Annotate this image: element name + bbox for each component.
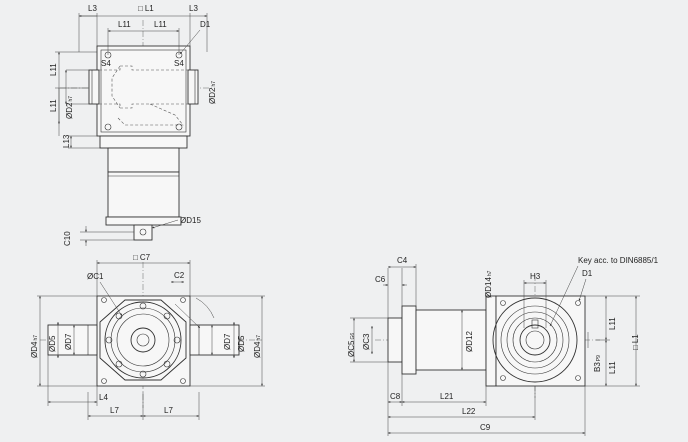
dim-l11-side-top: L11: [608, 317, 617, 330]
dim-d4-left: ØD4h7: [30, 335, 39, 358]
top-view: L3 □L1 L3 L11 L11 D1 S4 S4 L11 L11 ØD2h7…: [49, 4, 217, 246]
dim-d7-left: ØD7: [64, 333, 73, 350]
dim-l21: L21: [440, 392, 454, 401]
dim-c4: C4: [397, 256, 408, 265]
dim-l22: L22: [462, 407, 476, 416]
dim-l4: L4: [99, 393, 108, 402]
dim-c2: C2: [174, 271, 185, 280]
dim-l1-square: □L1: [138, 4, 154, 13]
dim-d15: ØD15: [180, 216, 201, 225]
dim-l11-left: L11: [118, 20, 131, 29]
key-note: Key acc. to DIN6885/1: [578, 256, 659, 265]
dim-d14: ØD14h7: [484, 270, 493, 298]
dim-l11-bottom: L11: [49, 99, 58, 112]
dim-d5-right: ØD5: [237, 335, 246, 352]
dim-c5: ØC5G6: [347, 333, 356, 357]
flange-bolt-holes: [101, 297, 186, 384]
dim-l11-right: L11: [154, 20, 167, 29]
dim-l7-left: L7: [110, 406, 119, 415]
dim-l11-side-bottom: L11: [608, 361, 617, 374]
dim-l11-top: L11: [49, 63, 58, 76]
dim-c9: C9: [480, 423, 491, 432]
dim-d1: D1: [200, 20, 211, 29]
dim-l1-side: □L1: [631, 334, 640, 350]
dim-h3: H3: [530, 272, 541, 281]
dim-c7: □C7: [133, 253, 151, 262]
dim-d12: ØD12: [465, 331, 474, 352]
dim-l3-right: L3: [189, 4, 198, 13]
dim-d5-left: ØD5: [48, 335, 57, 352]
dim-l13: L13: [62, 134, 71, 148]
dim-d4-right: ØD4h7: [253, 335, 262, 358]
dim-d1-side: D1: [582, 269, 593, 278]
dim-d2-left: ØD2h7: [65, 96, 74, 119]
side-view: C6 C4 ØD14h7 H3 Key acc. to DIN6885/1 D1…: [347, 256, 659, 436]
dim-b3: B3P9: [593, 355, 602, 372]
dim-c10: C10: [63, 231, 72, 246]
dim-l3-left: L3: [88, 4, 97, 13]
dim-c6: C6: [375, 275, 386, 284]
dim-c8: C8: [390, 392, 401, 401]
dim-c3: ØC3: [362, 333, 371, 350]
dim-d2-right: ØD2h7: [208, 81, 217, 104]
front-view: □C7 ØC1 C2 h7 ØD4h7 ØD5 ØD7 ØD7 ØD5 ØD4h…: [30, 253, 265, 420]
dim-c1: ØC1: [87, 272, 104, 281]
dim-d7-right: ØD7: [223, 333, 232, 350]
dim-s4: S4: [174, 59, 184, 68]
side-bolt-holes: [500, 300, 581, 381]
dim-s4-left: S4: [101, 59, 111, 68]
dim-l7-right: L7: [164, 406, 173, 415]
